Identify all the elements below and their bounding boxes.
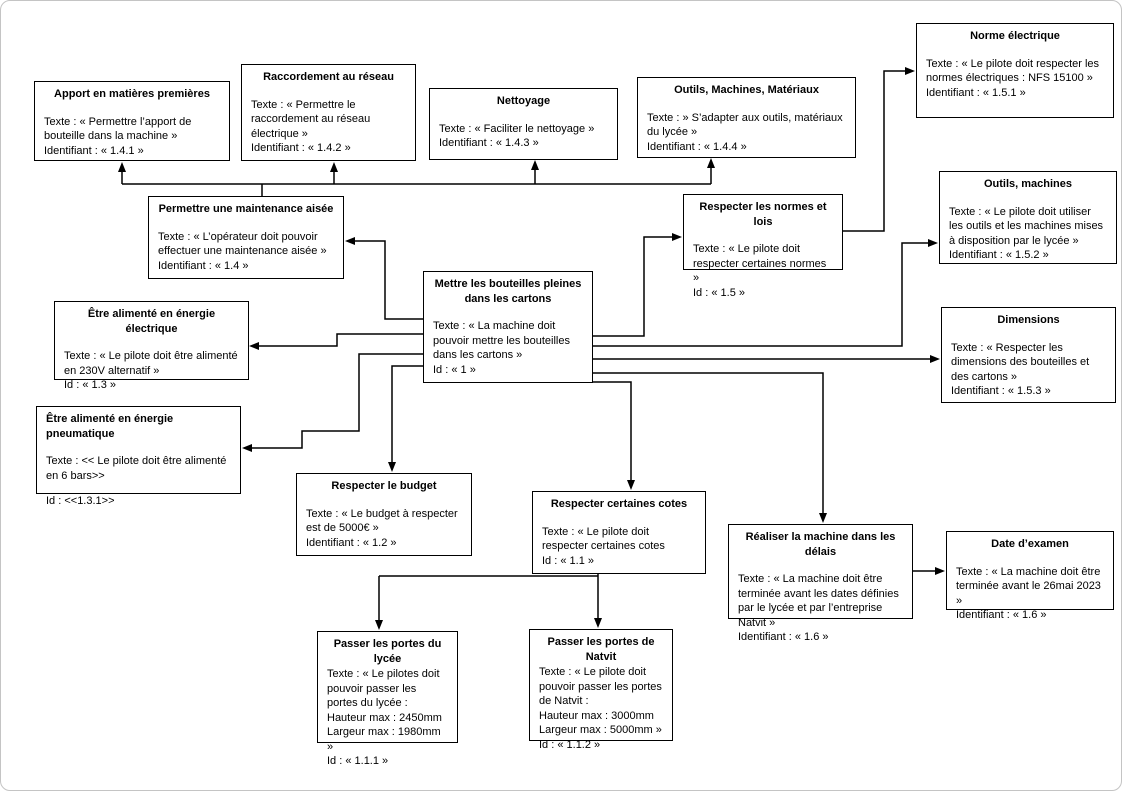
box-id: Id : « 1.3 »: [64, 379, 116, 391]
connector-center-to-normes-lois: [593, 233, 682, 337]
connector-center-to-delais: [593, 372, 827, 523]
box-title: Mettre les bouteilles pleines dans les c…: [434, 278, 582, 305]
box-title: Outils, Machines, Matériaux: [674, 84, 819, 96]
box-maintenance-aisee: Permettre une maintenance aisée Texte : …: [148, 196, 344, 279]
box-text: Texte : « Le pilote doit utiliser les ou…: [949, 205, 1104, 247]
box-title: Permettre une maintenance aisée: [158, 203, 334, 215]
box-text: Texte : « Respecter les dimensions des b…: [951, 341, 1090, 383]
box-outils-machines: Outils, machines Texte : « Le pilote doi…: [939, 171, 1117, 264]
box-energie-electrique: Être alimenté en énergie électrique Text…: [54, 301, 249, 391]
box-id: Identifiant : « 1.6 »: [738, 631, 829, 643]
connector-center-to-cotes: [593, 381, 635, 490]
box-id: Identifiant : « 1.4.4 »: [647, 140, 747, 153]
box-title: Outils, machines: [983, 178, 1073, 190]
connector-center-to-energie-pneumatique: [242, 353, 423, 452]
box-text: Hauteur max : 2450mm: [327, 711, 442, 724]
box-title: Nettoyage: [496, 95, 551, 107]
box-text: Texte : « L’opérateur doit pouvoir effec…: [158, 230, 327, 258]
box-title: Respecter le budget: [331, 480, 437, 492]
box-title: Apport en matières premières: [54, 88, 210, 100]
box-id: Id : « 1.1.2 »: [539, 738, 601, 751]
connector-center-to-energie-electrique: [249, 333, 423, 350]
box-text: Texte : « Le pilotes doit pouvoir passer…: [327, 668, 440, 709]
box-text: Texte : « Permettre le raccordement au r…: [251, 98, 371, 140]
box-text: Texte : « Faciliter le nettoyage »: [439, 122, 595, 135]
box-respecter-certaines-cotes: Respecter certaines cotes Texte : « Le p…: [532, 491, 706, 574]
box-text: Hauteur max : 3000mm: [539, 709, 654, 722]
box-dimensions: Dimensions Texte : « Respecter les dimen…: [941, 307, 1116, 403]
box-title: Passer les portes du lycée: [333, 638, 442, 665]
box-text: Texte : « Permettre l’apport de bouteill…: [44, 115, 192, 143]
box-title: Respecter certaines cotes: [550, 498, 688, 510]
box-energie-pneumatique: Être alimenté en énergie pneumatique Tex…: [36, 406, 241, 507]
box-id: Identifiant : « 1.2 »: [306, 536, 397, 549]
box-date-examen: Date d’examen Texte : « La machine doit …: [946, 531, 1114, 621]
box-text: Texte : « Le pilote doit être alimenté e…: [64, 350, 238, 377]
box-raccordement-reseau: Raccordement au réseau Texte : « Permett…: [241, 64, 416, 161]
box-id: Identifiant : « 1.6 »: [956, 609, 1047, 621]
box-id: Identifiant : « 1.4.1 »: [44, 144, 144, 157]
box-text: Largeur max : 1980mm »: [327, 726, 441, 753]
box-title: Raccordement au réseau: [263, 71, 394, 83]
box-nettoyage: Nettoyage Texte : « Faciliter le nettoya…: [429, 88, 618, 160]
box-id: Id : « 1 »: [433, 363, 476, 376]
box-text: Texte : » S’adapter aux outils, matériau…: [647, 111, 843, 139]
box-text: Texte : « Le pilote doit respecter certa…: [542, 525, 665, 553]
box-mettre-bouteilles: Mettre les bouteilles pleines dans les c…: [423, 271, 593, 383]
box-id: Id : « 1.1 »: [542, 554, 594, 567]
box-text: Texte : « La machine doit être terminée …: [738, 573, 899, 629]
box-portes-lycee: Passer les portes du lycée Texte : « Le …: [317, 631, 458, 767]
box-title: Date d’examen: [991, 538, 1069, 550]
box-apport-matieres-premieres: Apport en matières premières Texte : « P…: [34, 81, 230, 161]
box-text: Texte : << Le pilote doit être alimenté …: [46, 455, 227, 482]
box-title: Respecter les normes et lois: [699, 201, 827, 228]
box-title: Réaliser la machine dans les délais: [745, 531, 896, 558]
box-title: Être alimenté en énergie pneumatique: [46, 413, 174, 440]
box-id: Identifiant : « 1.5.3 »: [951, 385, 1051, 397]
box-id: Identifiant : « 1.4.2 »: [251, 142, 351, 154]
box-id: Identifiant : « 1.5.1 »: [926, 86, 1026, 99]
box-title: Norme électrique: [970, 30, 1060, 42]
box-text: Texte : « Le pilote doit respecter les n…: [926, 57, 1100, 85]
box-text: Texte : « La machine doit pouvoir mettre…: [433, 320, 570, 361]
box-id: Id : <<1.3.1>>: [46, 495, 115, 507]
box-id: Identifiant : « 1.5.2 »: [949, 249, 1049, 261]
connector-center-to-outils-machines: [593, 239, 938, 347]
box-id: Id : « 1.1.1 »: [327, 755, 389, 767]
box-norme-electrique: Norme électrique Texte : « Le pilote doi…: [916, 23, 1114, 118]
box-text: Texte : « Le pilote doit respecter certa…: [693, 243, 827, 284]
box-outils-machines-materiaux: Outils, Machines, Matériaux Texte : » S’…: [637, 77, 856, 158]
box-id: Id : « 1.5 »: [693, 286, 745, 299]
box-text: Texte : « Le pilote doit pouvoir passer …: [539, 666, 662, 707]
box-text: Texte : « Le budget à respecter est de 5…: [306, 507, 458, 535]
box-realiser-machine-delais: Réaliser la machine dans les délais Text…: [728, 524, 913, 643]
box-title: Dimensions: [997, 314, 1060, 326]
box-text: Largeur max : 5000mm »: [539, 724, 662, 736]
box-text: Texte : « La machine doit être terminée …: [956, 565, 1101, 607]
box-portes-natvit: Passer les portes de Natvit Texte : « Le…: [529, 629, 673, 751]
box-title: Être alimenté en énergie électrique: [87, 308, 216, 335]
box-id: Identifiant : « 1.4.3 »: [439, 137, 539, 149]
box-respecter-budget: Respecter le budget Texte : « Le budget …: [296, 473, 472, 556]
connector-normes-lois-to-norme-electrique: [842, 67, 915, 232]
box-normes-et-lois: Respecter les normes et lois Texte : « L…: [683, 194, 843, 299]
connector-center-to-budget: [388, 365, 423, 472]
connector-center-to-maintenance: [345, 237, 423, 320]
box-title: Passer les portes de Natvit: [547, 636, 655, 663]
box-id: Identifiant : « 1.4 »: [158, 259, 249, 272]
